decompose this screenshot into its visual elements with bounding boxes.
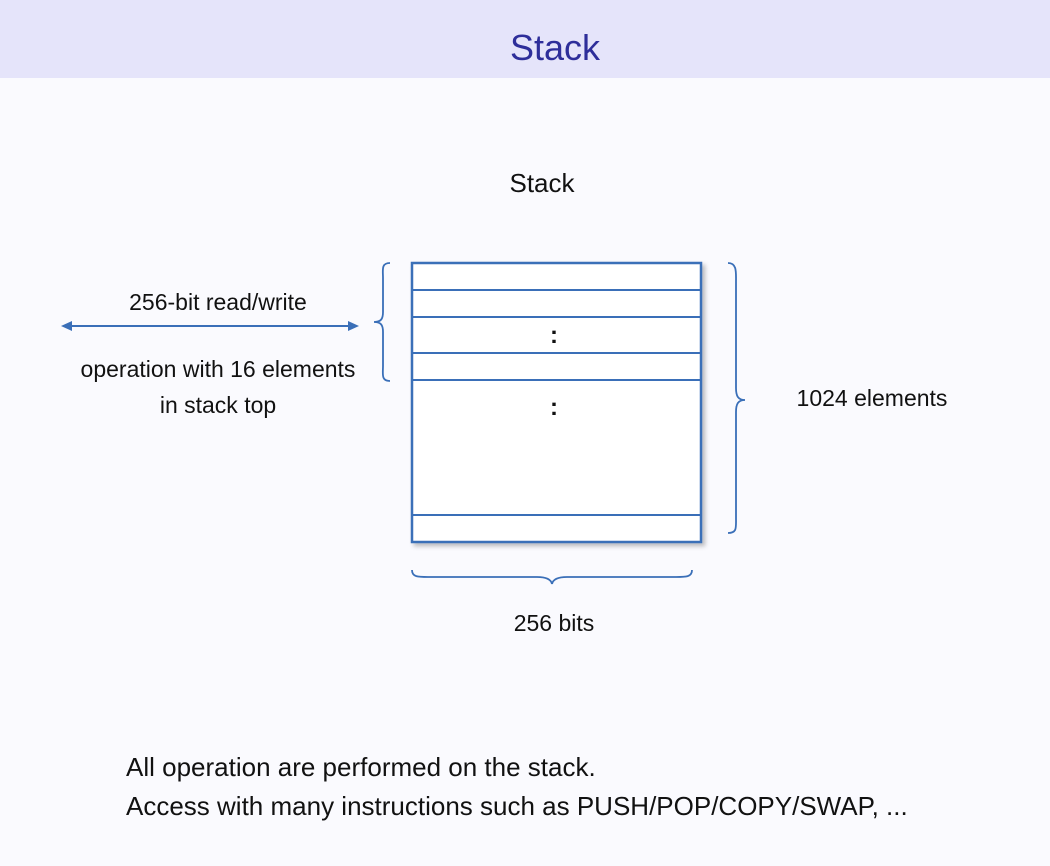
stack-box	[410, 261, 703, 544]
ellipsis-middle: :	[550, 394, 558, 421]
note-line-2: Access with many instructions such as PU…	[126, 791, 908, 821]
operation-label: operation with 16 elements	[80, 356, 356, 382]
note-line-1: All operation are performed on the stack…	[126, 752, 596, 782]
bottom-brace	[411, 569, 693, 585]
operation-label-line2: in stack top	[159, 392, 277, 418]
slide-title: Stack	[509, 27, 601, 68]
ellipsis-top: :	[550, 322, 558, 349]
right-brace	[727, 262, 746, 534]
arrow-right-head-icon	[348, 321, 359, 331]
arrow-left-head-icon	[61, 321, 72, 331]
bit-width-label: 256 bits	[513, 610, 595, 636]
diagram-title: Stack	[509, 168, 575, 198]
read-write-label: 256-bit read/write	[129, 289, 307, 315]
title-bar	[0, 0, 1050, 78]
left-brace	[373, 262, 391, 382]
element-count-label: 1024 elements	[796, 385, 948, 411]
